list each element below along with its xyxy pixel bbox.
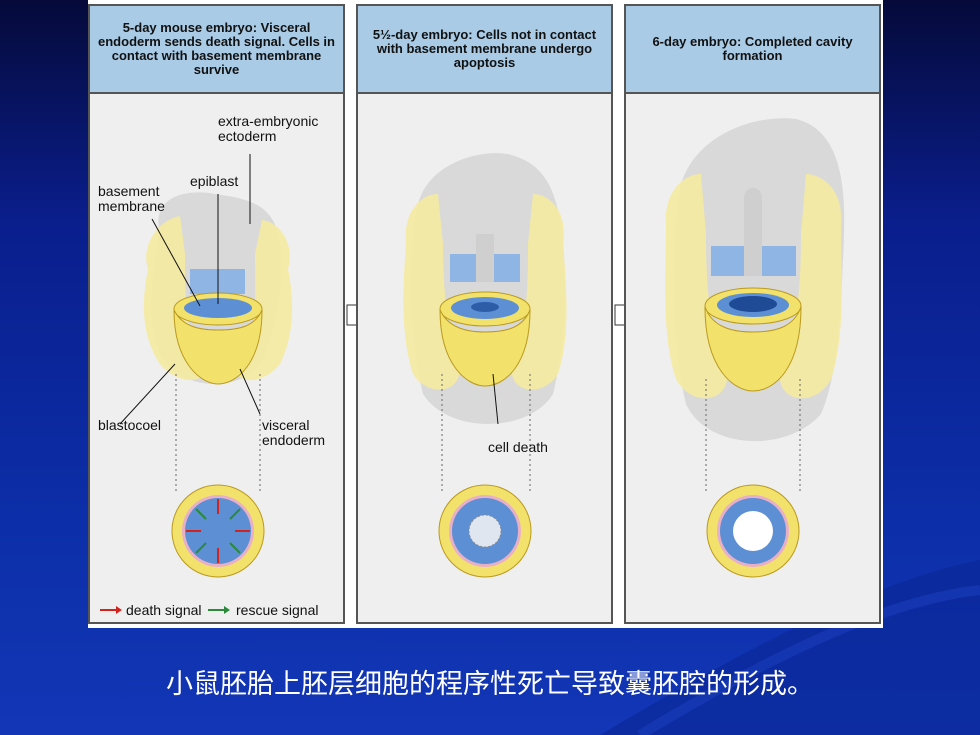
panel-day5-title: 5-day mouse embryo: Visceral endoderm se… xyxy=(90,6,343,94)
label-epiblast: epiblast xyxy=(190,173,239,189)
cup-body xyxy=(173,309,263,385)
legend-death-signal: death signal xyxy=(126,602,202,618)
legend-rescue-signal: rescue signal xyxy=(236,602,319,618)
label-visceral-endoderm: visceral endoderm xyxy=(262,417,326,448)
panel-day5-half-title: 5½-day embryo: Cells not in contact with… xyxy=(358,6,611,94)
panel-day6: 6-day embryo: Completed cavity formation xyxy=(624,4,881,624)
panel-day6-illustration xyxy=(665,118,845,578)
panel-day5-illustration xyxy=(100,154,293,614)
slide-caption: 小鼠胚胎上胚层细胞的程序性死亡导致囊胚腔的形成。 xyxy=(166,669,814,700)
panel-day5-half: 5½-day embryo: Cells not in contact with… xyxy=(356,4,613,624)
panel-day5: 5-day mouse embryo: Visceral endoderm se… xyxy=(88,4,345,624)
cup-inner-blue xyxy=(184,298,252,318)
rescue-signal-arrows xyxy=(195,508,241,554)
panel-day6-title: 6-day embryo: Completed cavity formation xyxy=(626,6,879,94)
label-basement-membrane: basement membrane xyxy=(98,183,165,214)
label-extra-embryonic-ectoderm: extra-embryonic ectoderm xyxy=(218,113,319,144)
label-cell-death: cell death xyxy=(488,439,548,455)
label-blastocoel: blastocoel xyxy=(98,417,162,433)
death-signal-arrows xyxy=(186,499,250,563)
panel-day5-half-illustration xyxy=(403,153,567,578)
embryo-figure: 5-day mouse embryo: Visceral endoderm se… xyxy=(88,0,883,628)
